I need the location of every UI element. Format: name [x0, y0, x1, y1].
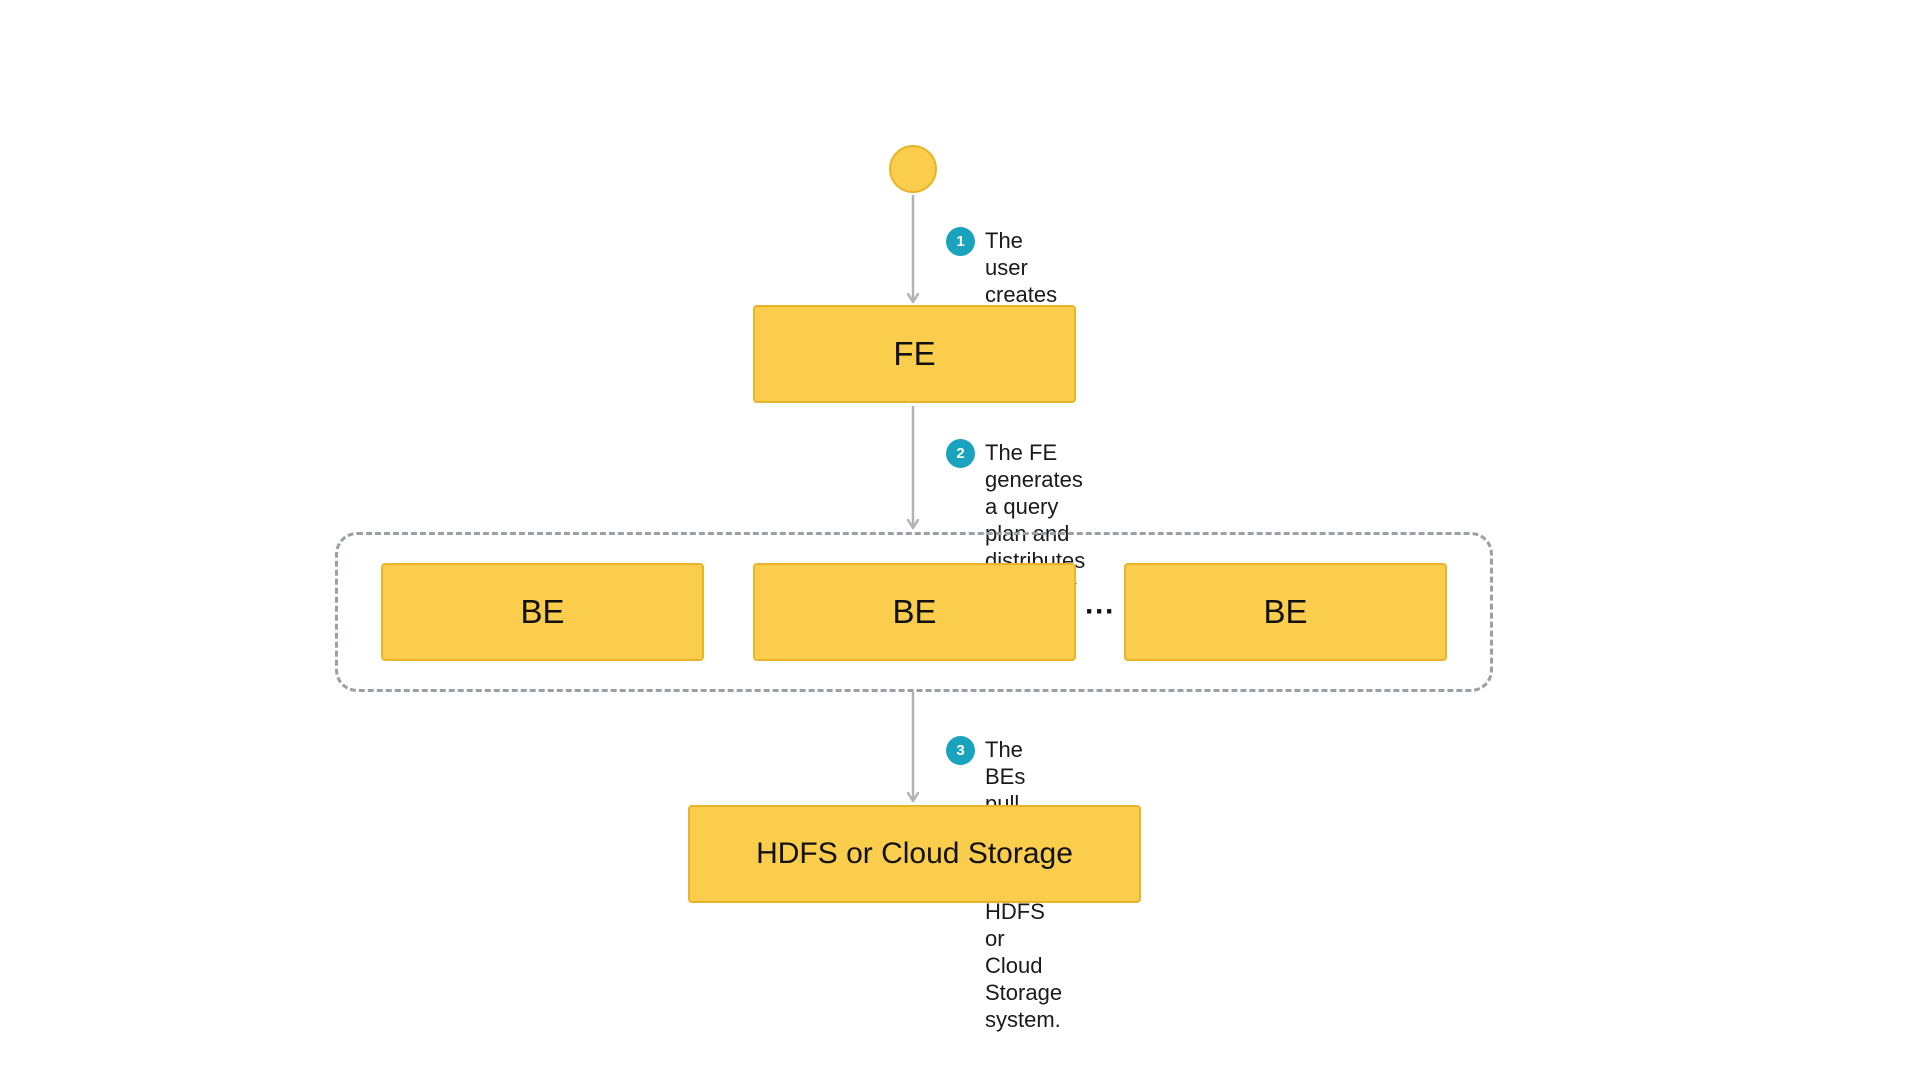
- be-node-3: BE: [1124, 563, 1447, 661]
- start-node: [889, 145, 937, 193]
- step-3-badge: 3: [946, 736, 975, 765]
- be-node-2: BE: [753, 563, 1076, 661]
- be-ellipsis: ···: [1085, 595, 1115, 628]
- step-2-badge: 2: [946, 439, 975, 468]
- be-node-1: BE: [381, 563, 704, 661]
- be-group: [335, 532, 1493, 692]
- fe-node: FE: [753, 305, 1076, 403]
- step-1-badge: 1: [946, 227, 975, 256]
- storage-node: HDFS or Cloud Storage: [688, 805, 1141, 903]
